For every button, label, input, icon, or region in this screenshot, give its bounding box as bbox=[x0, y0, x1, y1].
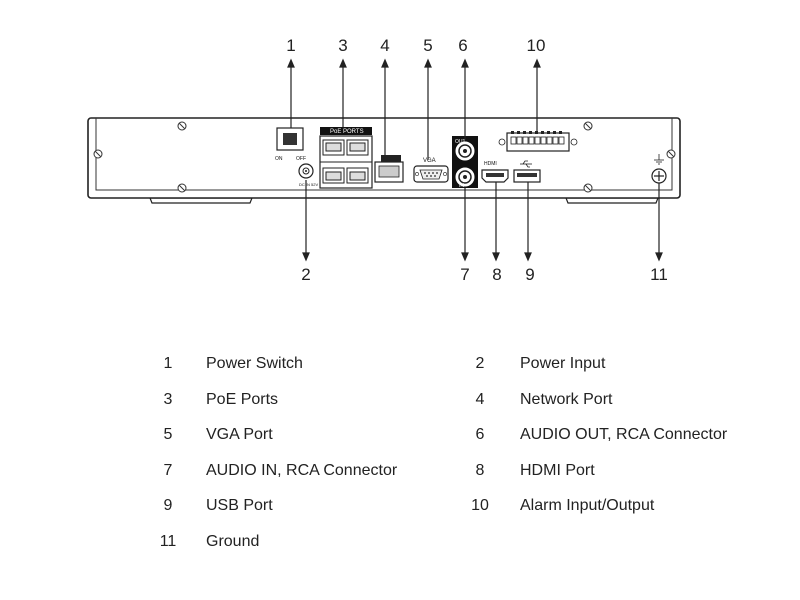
legend-num: 2 bbox=[475, 355, 485, 372]
hdmi-port[interactable]: HDMI bbox=[481, 161, 509, 183]
dc-in-label: DC IN 52V bbox=[299, 182, 318, 187]
vga-label: VGA bbox=[423, 158, 436, 164]
callout-7: 7 bbox=[460, 265, 469, 284]
audio-in-label: IN bbox=[459, 183, 464, 189]
callout-11: 11 bbox=[650, 265, 668, 284]
legend-label: AUDIO IN, RCA Connector bbox=[206, 462, 398, 479]
power-input-port[interactable]: DC IN 52V bbox=[298, 163, 318, 187]
vga-port[interactable]: VGA bbox=[413, 158, 449, 183]
legend-num: 11 bbox=[159, 533, 177, 550]
legend-label: Alarm Input/Output bbox=[520, 497, 655, 514]
legend: 1 Power Switch 2 Power Input 3 PoE Ports… bbox=[0, 345, 800, 585]
legend-num: 4 bbox=[475, 391, 485, 408]
usb-port[interactable] bbox=[513, 160, 541, 183]
power-on-label: ON bbox=[275, 156, 283, 162]
legend-label: PoE Ports bbox=[206, 391, 279, 408]
callout-10: 10 bbox=[527, 36, 546, 55]
ground-icon bbox=[654, 154, 664, 165]
legend-label: Ground bbox=[206, 533, 260, 550]
legend-label: VGA Port bbox=[206, 426, 273, 443]
legend-num: 1 bbox=[163, 355, 173, 372]
callout-3: 3 bbox=[338, 36, 347, 55]
legend-num: 8 bbox=[475, 462, 485, 479]
audio-rca-ports[interactable]: OUT IN bbox=[452, 136, 478, 189]
power-switch[interactable]: ON OFF bbox=[275, 127, 306, 162]
power-off-label: OFF bbox=[296, 156, 306, 162]
callout-4: 4 bbox=[380, 36, 389, 55]
network-port[interactable] bbox=[374, 155, 404, 183]
screw-icons bbox=[93, 121, 676, 193]
legend-label: HDMI Port bbox=[520, 462, 595, 479]
callout-5: 5 bbox=[423, 36, 432, 55]
legend-label: Power Switch bbox=[206, 355, 303, 372]
callout-2: 2 bbox=[301, 265, 310, 284]
legend-label: USB Port bbox=[206, 497, 273, 514]
usb-icon bbox=[520, 160, 532, 168]
legend-label: AUDIO OUT, RCA Connector bbox=[520, 426, 728, 443]
legend-num: 6 bbox=[475, 426, 485, 443]
poe-ports-label: PoE PORTS bbox=[330, 129, 364, 135]
callout-8: 8 bbox=[492, 265, 501, 284]
legend-num: 3 bbox=[163, 391, 173, 408]
legend-num: 10 bbox=[471, 497, 489, 514]
legend-num: 9 bbox=[163, 497, 173, 514]
poe-ports[interactable]: PoE PORTS bbox=[319, 127, 373, 189]
legend-num: 5 bbox=[163, 426, 173, 443]
legend-label: Network Port bbox=[520, 391, 613, 408]
callout-9: 9 bbox=[525, 265, 534, 284]
rear-panel-diagram: ON OFF DC IN 52V PoE PORTS VGA bbox=[87, 36, 681, 284]
callout-1: 1 bbox=[286, 36, 295, 55]
hdmi-label: HDMI bbox=[484, 161, 497, 167]
audio-out-label: OUT bbox=[455, 139, 466, 145]
legend-label: Power Input bbox=[520, 355, 606, 372]
callout-6: 6 bbox=[458, 36, 467, 55]
alarm-terminal-block[interactable] bbox=[498, 131, 578, 152]
legend-num: 7 bbox=[163, 462, 173, 479]
callout-numbers: 1 3 4 5 6 10 2 7 8 9 11 bbox=[286, 36, 668, 284]
callout-leaders bbox=[287, 58, 663, 262]
